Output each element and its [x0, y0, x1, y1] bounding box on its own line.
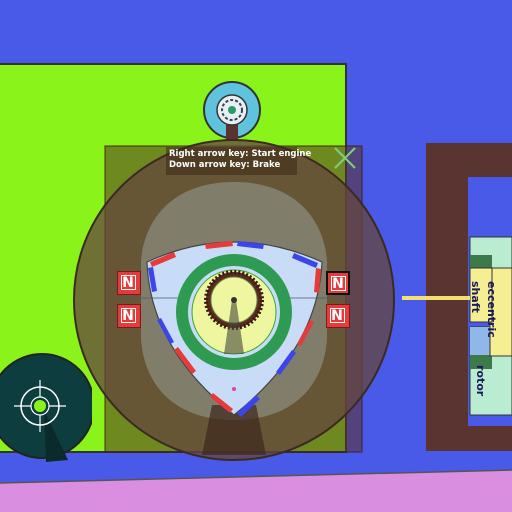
- label-eccentric: eccentric: [485, 281, 498, 338]
- instruction-brake: Down arrow key: Brake: [169, 160, 281, 170]
- label-shaft: shaft: [469, 281, 482, 313]
- stator-magnet-left-bottom: N: [117, 304, 141, 328]
- stator-magnet-right-top: N: [326, 271, 350, 295]
- stator-magnet-left-top: N: [117, 271, 141, 295]
- wheel-icon[interactable]: [0, 352, 92, 462]
- eccentric-shaft-center: [231, 297, 237, 303]
- close-icon[interactable]: [332, 145, 358, 171]
- instructions-panel: Right arrow key: Start engine Down arrow…: [166, 147, 312, 175]
- gauge-icon[interactable]: [202, 80, 262, 140]
- stator-magnet-right-bottom: N: [326, 304, 350, 328]
- label-rotor: rotor: [474, 365, 487, 397]
- instruction-start: Right arrow key: Start engine: [169, 149, 312, 159]
- rotor-magnets: [148, 241, 321, 417]
